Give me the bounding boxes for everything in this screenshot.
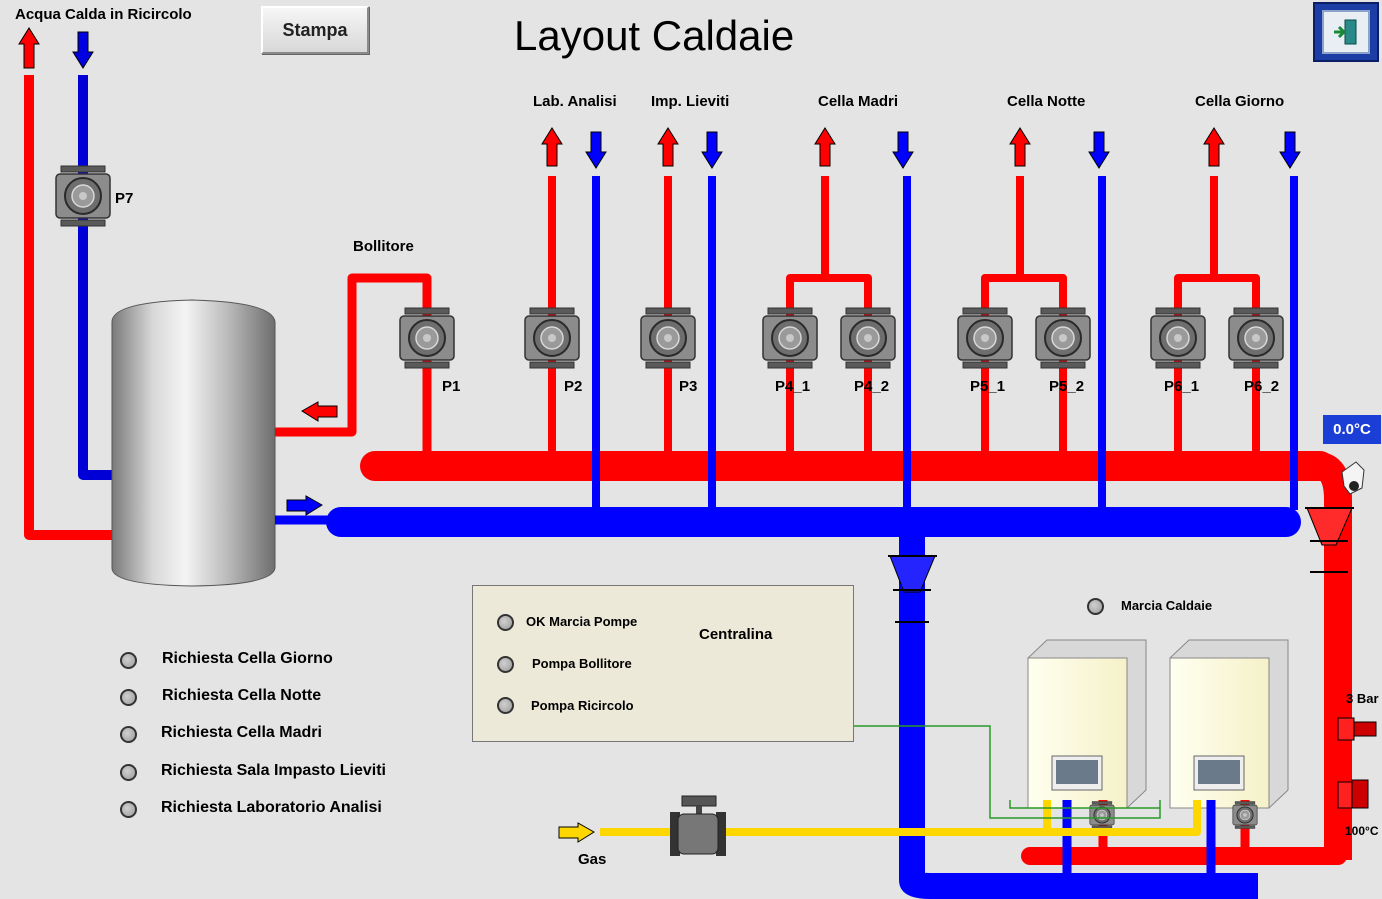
boiler-pump-1-icon [1089,801,1115,829]
pump-p3-icon[interactable] [640,307,696,369]
pump-label-p3: P3 [679,378,698,395]
pump-p2-icon[interactable] [524,307,580,369]
pump-label-p1: P1 [442,378,461,395]
controller-title: Centralina [699,626,773,643]
request-lamp [120,726,137,743]
pump-label-p4-1: P4_1 [775,378,811,395]
status-pompa-ricircolo: Pompa Ricircolo [531,698,634,713]
pressure-gauge-icon [1337,717,1377,741]
request-cella-madri: Richiesta Cella Madri [161,724,322,741]
status-lamp [497,656,514,673]
cella-notte-label: Cella Notte [1007,93,1086,110]
pump-p6-2-icon[interactable] [1228,307,1284,369]
pump-label-p4-2: P4_2 [854,378,890,395]
temperature-sensor-icon [1341,461,1365,495]
bollitore-label: Bollitore [353,238,414,255]
pressure-label: 3 Bar [1346,691,1379,706]
pump-p4-2-icon[interactable] [840,307,896,369]
imp-lieviti-label: Imp. Lieviti [651,93,730,110]
pump-p5-1-icon[interactable] [957,307,1013,369]
controller-panel [472,585,854,742]
gas-meter-icon [670,795,726,856]
pump-label-p5-2: P5_2 [1049,378,1085,395]
status-lamp [497,697,514,714]
pump-label-p6-1: P6_1 [1164,378,1200,395]
thermostat-gauge-icon [1337,779,1369,809]
page-title: Layout Caldaie [514,12,795,59]
pump-label-p5-1: P5_1 [970,378,1006,395]
hot-flow-up-arrow-icon [18,27,40,69]
pump-p6-1-icon[interactable] [1150,307,1206,369]
flow-arrow-icon [541,127,1301,169]
bollitore-tank-icon [111,299,276,587]
request-cella-giorno: Richiesta Cella Giorno [162,650,333,667]
recirc-label: Acqua Calda in Ricircolo [15,6,192,23]
boiler-status-lamp [1087,598,1104,615]
pump-label-p6-2: P6_2 [1244,378,1280,395]
status-ok-marcia-pompe: OK Marcia Pompe [526,614,638,629]
supply-right-arrow-icon [286,495,323,516]
status-lamp [497,614,514,631]
request-laboratorio-analisi: Richiesta Laboratorio Analisi [161,799,382,816]
temperature-readout: 0.0°C [1323,415,1381,444]
request-lamp [120,652,137,669]
request-cella-notte: Richiesta Cella Notte [162,687,322,704]
exit-door-icon [1322,10,1370,54]
return-left-arrow-icon [301,401,338,422]
lab-analisi-label: Lab. Analisi [533,93,617,110]
cold-flow-down-arrow-icon [72,31,94,69]
boiler-pump-2-icon [1232,801,1258,829]
gas-label: Gas [578,851,607,868]
request-lamp [120,764,137,781]
cella-madri-label: Cella Madri [818,93,899,110]
request-lamp [120,689,137,706]
boiler-status-label: Marcia Caldaie [1121,598,1213,613]
pump-p1-icon[interactable] [399,307,455,369]
cella-giorno-label: Cella Giorno [1195,93,1285,110]
print-button[interactable]: Stampa [261,6,369,54]
pump-p4-1-icon[interactable] [762,307,818,369]
pump-label-p2: P2 [564,378,583,395]
max-temp-label: 100°C [1345,824,1379,838]
pump-p5-2-icon[interactable] [1035,307,1091,369]
boiler-1-icon [1027,639,1147,809]
exit-button[interactable] [1313,2,1379,62]
request-lamp [120,801,137,818]
pump-label-p7: P7 [115,190,134,207]
status-pompa-bollitore: Pompa Bollitore [532,656,632,671]
request-sala-impasto-lieviti: Richiesta Sala Impasto Lieviti [161,762,386,779]
gas-arrow-icon [558,822,595,843]
pump-p7-icon[interactable] [55,165,111,227]
boiler-2-icon [1169,639,1289,809]
